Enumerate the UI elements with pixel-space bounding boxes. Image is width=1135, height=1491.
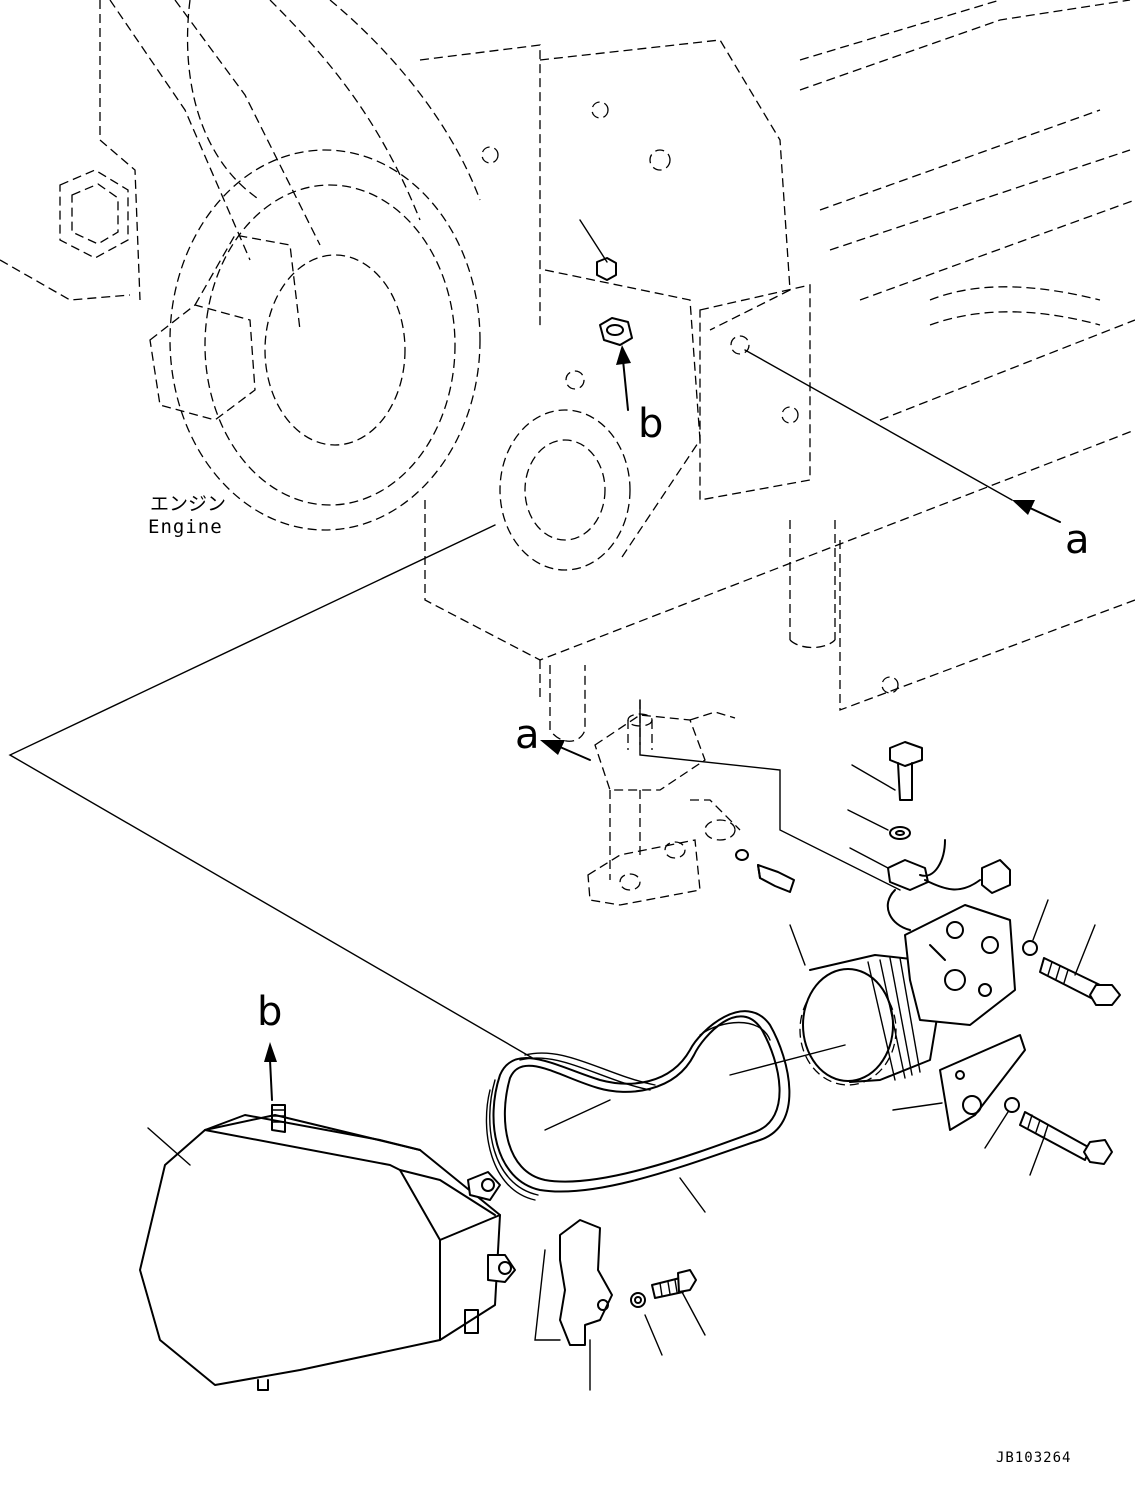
callout-b-engine: b bbox=[616, 345, 663, 447]
compressor-side-bolt-upper bbox=[1022, 899, 1121, 1006]
callout-a-bracket: a bbox=[515, 712, 591, 761]
engine-label-jp: エンジン bbox=[150, 493, 226, 515]
callout-b-upper-label: b bbox=[638, 401, 663, 447]
compressor-side-bolt-lower bbox=[984, 1097, 1113, 1176]
drawing-id: JB103264 bbox=[996, 1450, 1071, 1466]
callout-a-lower-label: a bbox=[515, 712, 540, 758]
cover-washer bbox=[630, 1292, 663, 1356]
bracket-bolt bbox=[735, 849, 795, 893]
compressor bbox=[789, 904, 1016, 1086]
cover-bracket bbox=[534, 1219, 613, 1391]
engine-phantom bbox=[0, 0, 1135, 742]
engine-label-en: Engine bbox=[148, 516, 223, 538]
callout-a-engine: a bbox=[744, 349, 1090, 563]
belt-cover bbox=[139, 1104, 516, 1391]
callout-b-lower-label: b bbox=[257, 989, 282, 1035]
bracket-phantom bbox=[587, 700, 741, 906]
compressor-bracket bbox=[892, 1034, 1026, 1131]
cover-bolt bbox=[651, 1269, 706, 1336]
engine-label: エンジン Engine bbox=[148, 493, 226, 538]
compressor-top-fasteners bbox=[847, 741, 1011, 931]
drive-belt bbox=[485, 1010, 846, 1213]
callout-a-upper-label: a bbox=[1065, 517, 1090, 563]
callout-b-cover: b bbox=[257, 989, 282, 1101]
